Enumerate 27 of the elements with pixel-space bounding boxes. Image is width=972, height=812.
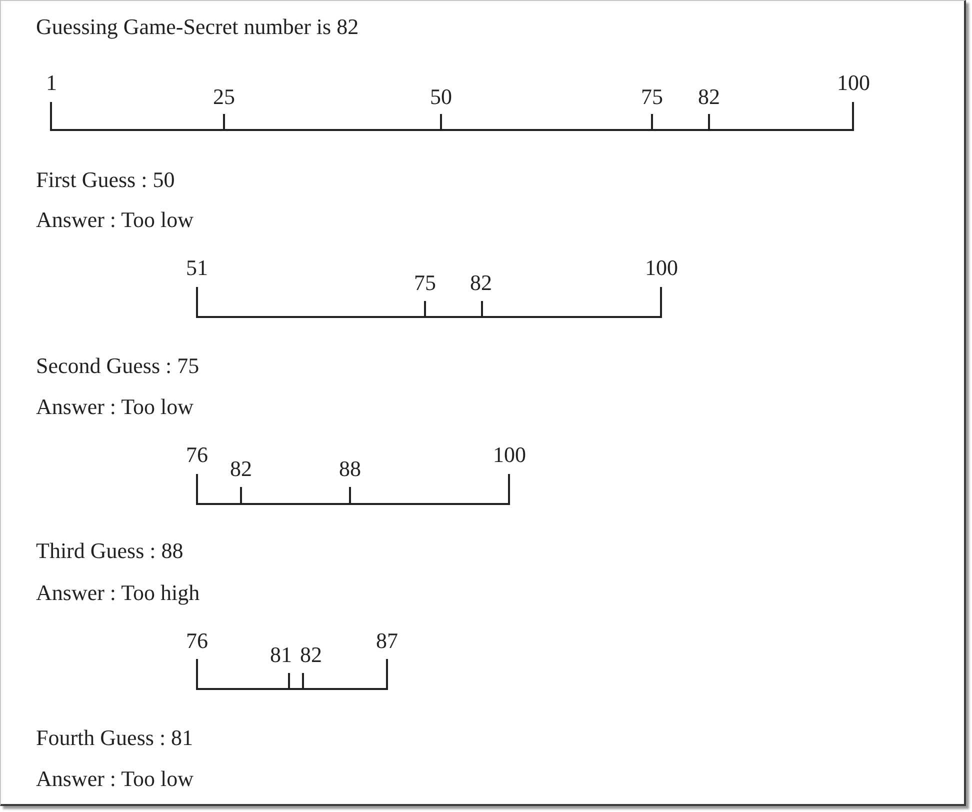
tick-label: 51 (186, 257, 208, 279)
tick-label: 75 (414, 272, 436, 294)
tick-label: 88 (339, 458, 361, 480)
guess-text: Fourth Guess : 81 (36, 727, 194, 749)
tick-label: 82 (470, 272, 492, 294)
tick-label: 76 (186, 630, 208, 652)
tick-label: 82 (230, 458, 252, 480)
answer-text: Answer : Too low (36, 768, 194, 790)
answer-text: Answer : Too high (36, 582, 200, 604)
guess-text: Second Guess : 75 (36, 355, 200, 377)
tick-label: 50 (430, 86, 452, 108)
tick-label: 76 (186, 444, 208, 466)
answer-text: Answer : Too low (36, 209, 194, 231)
tick-label: 25 (213, 86, 235, 108)
tick-label: 82 (300, 644, 322, 666)
title: Guessing Game-Secret number is 82 (36, 16, 359, 38)
tick-label: 100 (837, 72, 870, 94)
tick-label: 100 (645, 257, 678, 279)
answer-text: Answer : Too low (36, 396, 194, 418)
tick-label: 81 (270, 644, 292, 666)
guess-text: Third Guess : 88 (36, 540, 184, 562)
guess-text: First Guess : 50 (36, 169, 175, 191)
tick-label: 82 (698, 86, 720, 108)
tick-label: 87 (376, 630, 398, 652)
tick-label: 100 (493, 444, 526, 466)
tick-label: 75 (641, 86, 663, 108)
tick-label: 1 (46, 72, 57, 94)
